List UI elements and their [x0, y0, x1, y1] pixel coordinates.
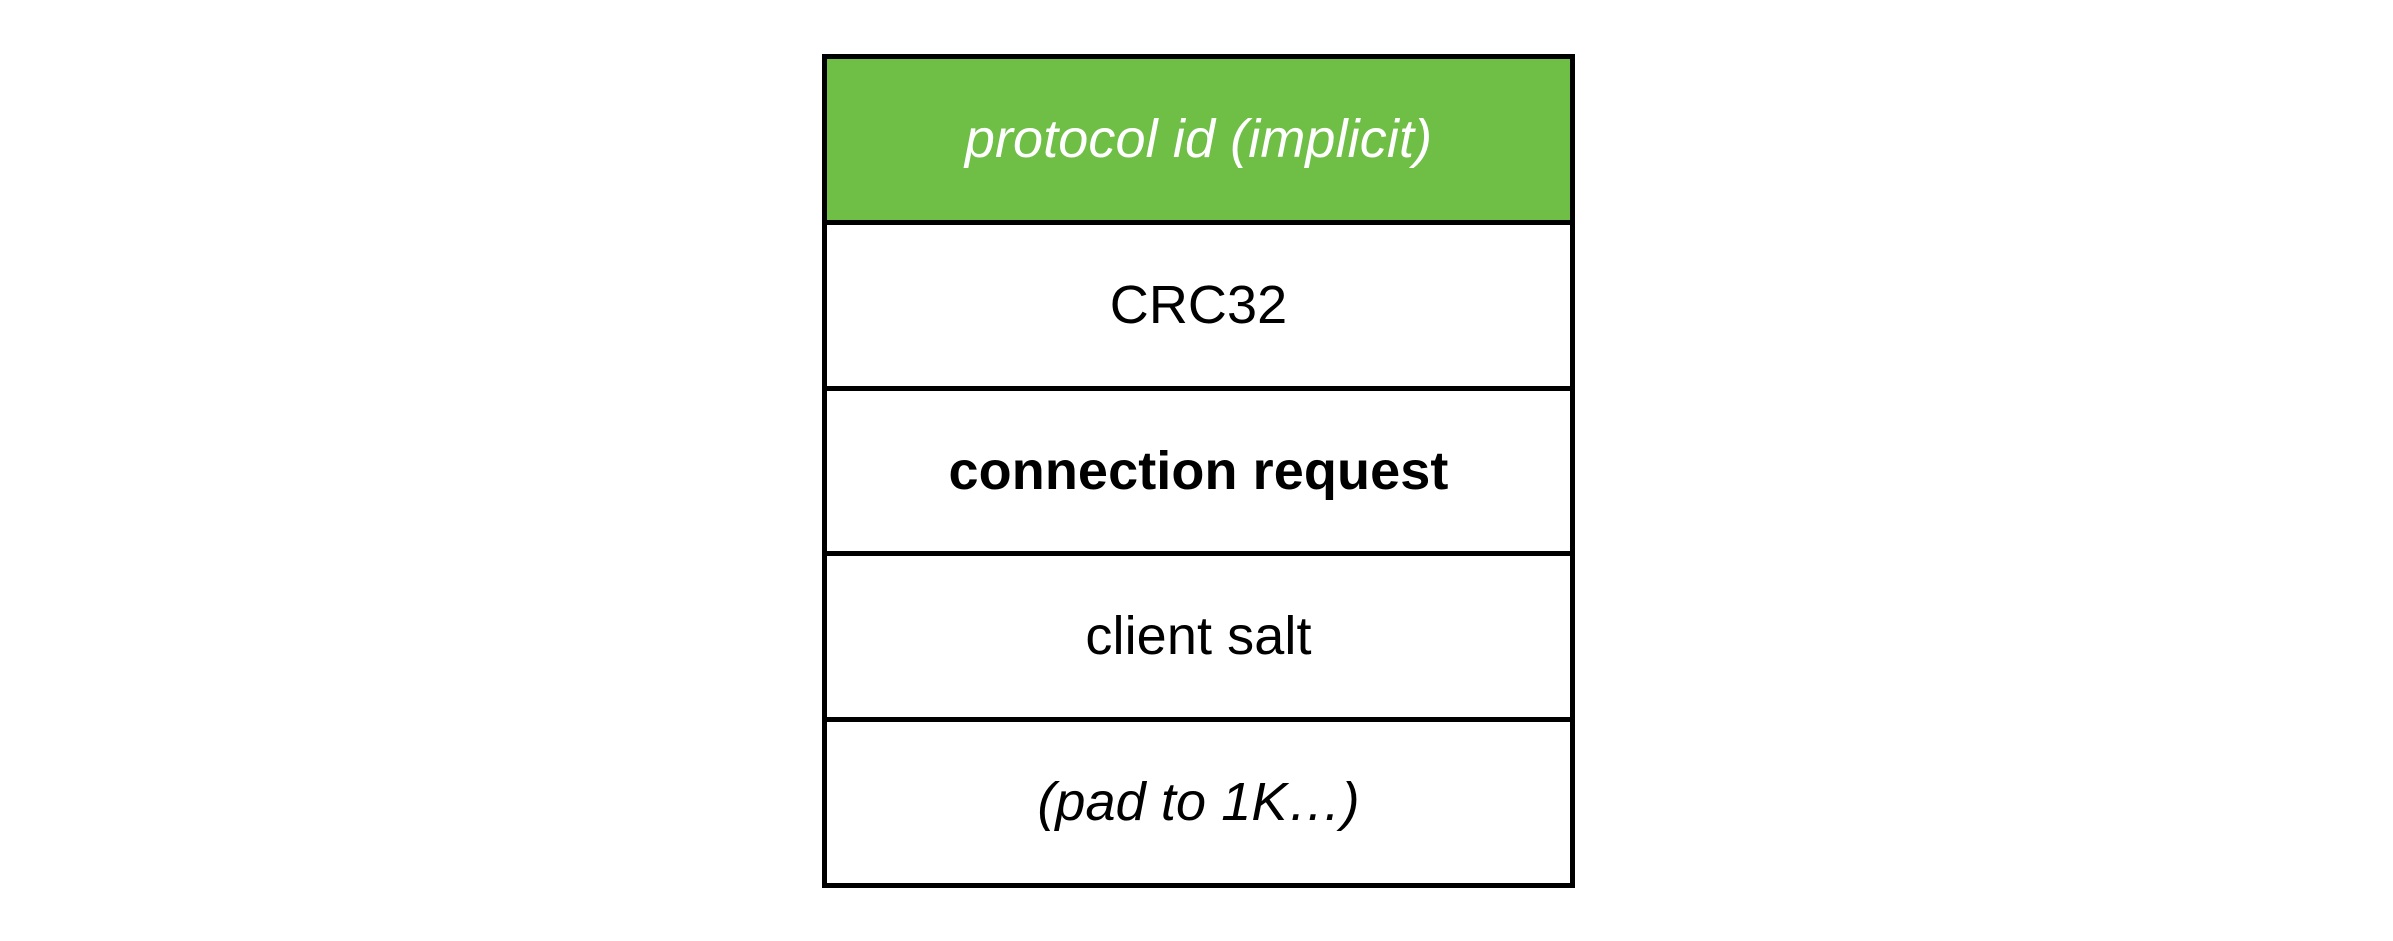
- packet-field-connection-request: connection request: [827, 390, 1570, 557]
- packet-layout-diagram: protocol id (implicit) CRC32 connection …: [822, 54, 1575, 888]
- packet-field-client-salt: client salt: [827, 556, 1570, 723]
- packet-field-label: (pad to 1K…): [1037, 772, 1360, 833]
- packet-field-label: connection request: [948, 440, 1449, 501]
- packet-field-label: protocol id (implicit): [964, 109, 1433, 170]
- packet-field-padding: (pad to 1K…): [827, 722, 1570, 883]
- packet-field-crc32: CRC32: [827, 224, 1570, 391]
- packet-field-label: CRC32: [1109, 274, 1288, 335]
- packet-field-label: client salt: [1085, 606, 1312, 667]
- packet-field-protocol-id: protocol id (implicit): [827, 59, 1570, 225]
